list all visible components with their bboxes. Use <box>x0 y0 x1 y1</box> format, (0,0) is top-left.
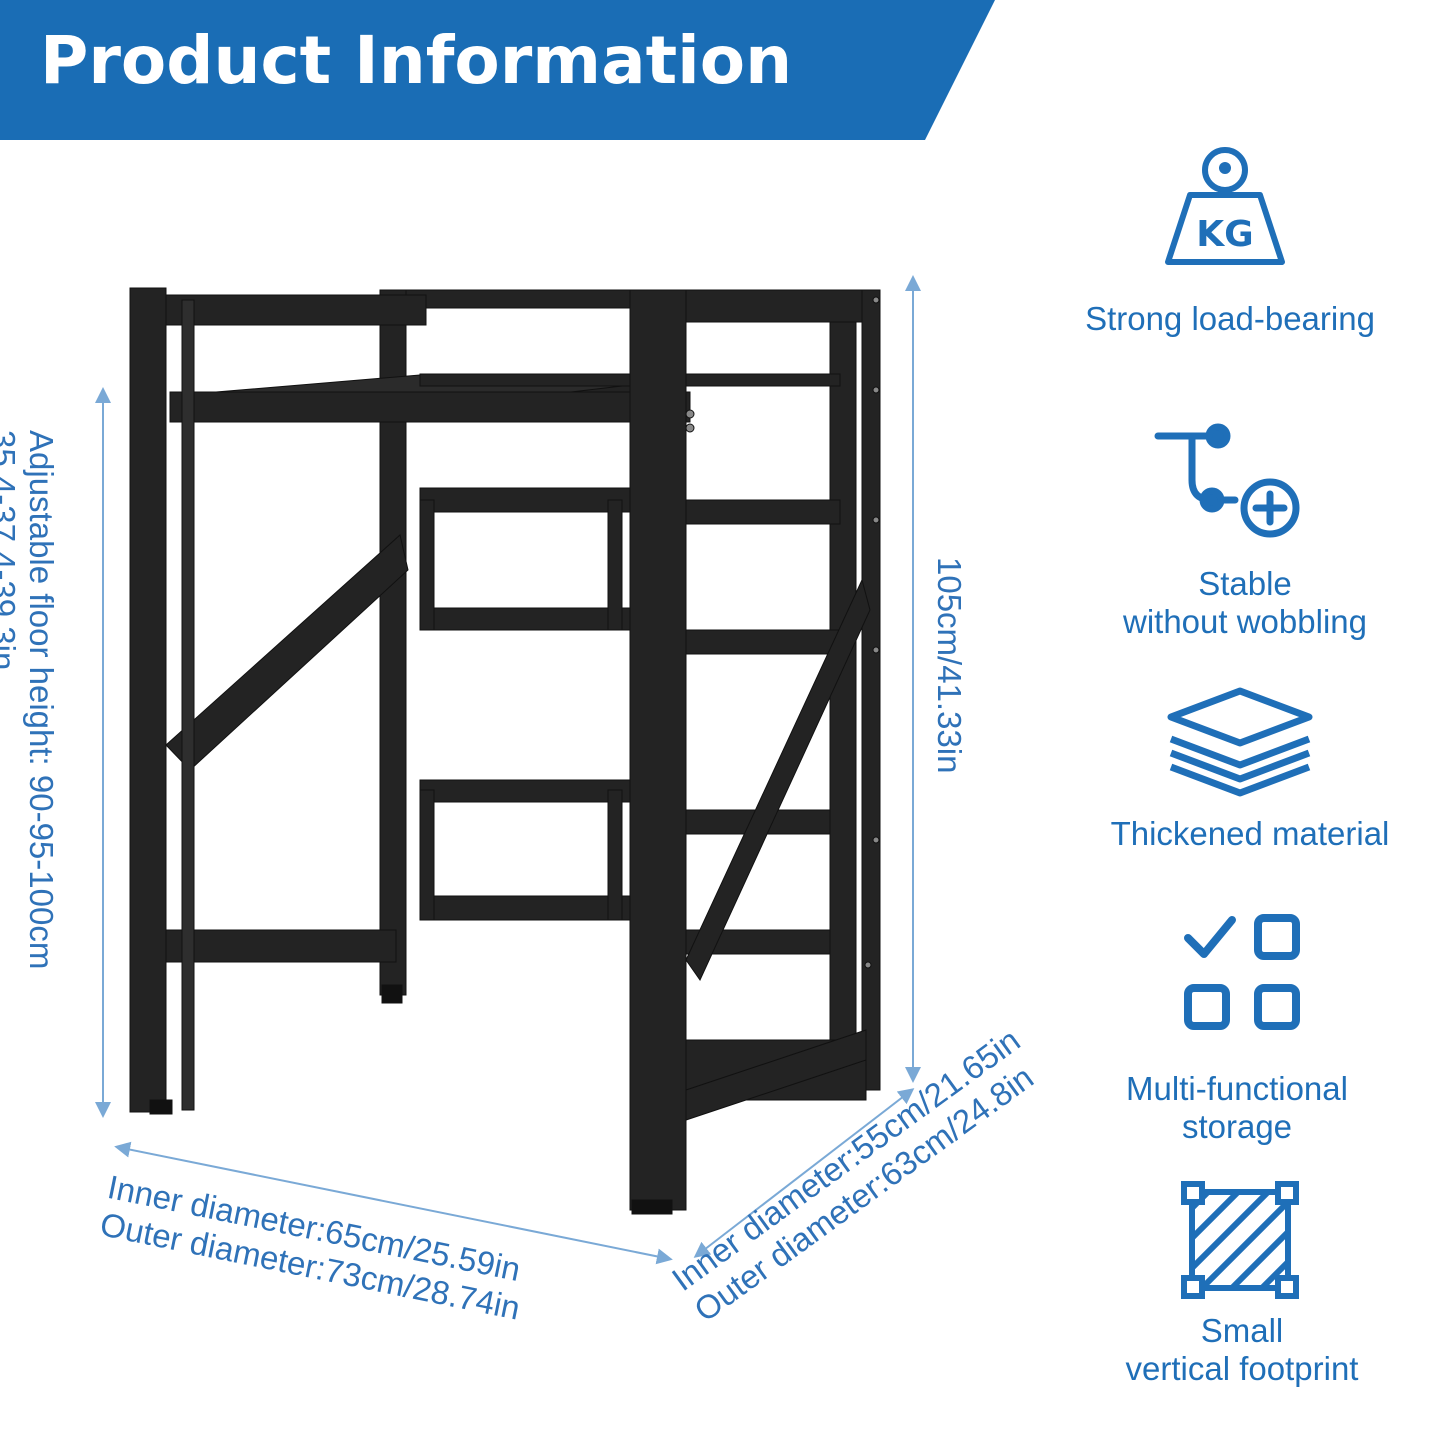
svg-text:KG: KG <box>1196 214 1253 255</box>
feature-label-load-bearing: Strong load-bearing <box>1085 300 1375 337</box>
dimension-arrows <box>95 275 921 1265</box>
adjustable-height-line2: 35.4-37.4-39.3in <box>0 430 23 671</box>
shelf-frame <box>129 287 881 1215</box>
stable-connector-icon <box>1154 423 1300 538</box>
adjustable-height-line1: Adjustable floor height: 90-95-100cm <box>23 430 60 970</box>
depth-arrow <box>693 1088 915 1258</box>
total-height-label: 105cm/41.33in <box>931 557 968 774</box>
feature-label-thickened: Thickened material <box>1110 815 1390 852</box>
grid-check-icon <box>1184 914 1300 1030</box>
layers-icon <box>1167 687 1313 797</box>
adjustable-height-label: Adjustable floor height: 90-95-100cm 35.… <box>0 430 60 969</box>
feature-label-footprint: Small vertical footprint <box>1125 1312 1359 1387</box>
footprint-square-icon <box>1181 1181 1299 1299</box>
feature-label-stable: Stable without wobbling <box>1123 565 1367 640</box>
header-banner <box>0 0 995 140</box>
kg-weight-icon: KG <box>1165 147 1285 265</box>
width-arrow <box>114 1141 673 1265</box>
feature-label-multifunctional: Multi-functional storage <box>1126 1070 1348 1145</box>
page-title: Product Information <box>40 22 793 99</box>
